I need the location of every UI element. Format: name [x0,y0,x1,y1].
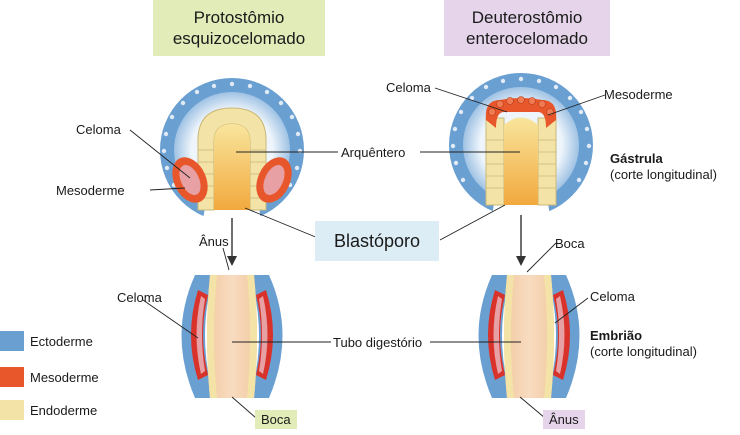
deuterostome-title: Deuterostômio [471,8,583,27]
legend-item-endoderme: Endoderme [0,400,97,420]
legend-label-mesoderme: Mesoderme [30,369,99,385]
protostome-title: Protostômio [193,8,285,27]
legend-swatch-mesoderme [0,367,24,387]
protostome-subtitle: esquizocelomado [172,29,306,48]
deuterostome-gastrula [449,73,593,220]
anus-tag-deuterostome: Ânus [543,410,585,429]
deuterostome-header: Deuterostômio enterocelomado [444,0,610,56]
deuterostome-mesoderm [485,96,557,128]
legend-item-ectoderme: Ectoderme [0,331,93,351]
celoma-label-protostome-embryo: Celoma [117,290,162,305]
protostome-gastrula [160,78,304,225]
celoma-label-deuterostome-embryo: Celoma [590,289,635,304]
protostome-header: Protostômio esquizocelomado [153,0,325,56]
development-arrows [227,215,526,266]
legend-label-ectoderme: Ectoderme [30,333,93,349]
legend-swatch-endoderme [0,400,24,420]
boca-label-deuterostome: Boca [555,236,585,251]
protostome-mesoderm-right [256,157,292,203]
protostome-embryo [181,275,283,398]
celoma-label-protostome-gastrula: Celoma [76,122,121,137]
anus-label-protostome: Ânus [199,234,229,249]
embriao-title: Embrião [590,328,643,343]
leader-lines [129,87,606,419]
mesoderme-label-protostome: Mesoderme [56,183,125,198]
boca-tag-protostome: Boca [255,410,297,429]
tubo-digestorio-label: Tubo digestório [331,335,425,350]
legend-swatch-ectoderme [0,331,24,351]
protostome-mesoderm-left [172,157,208,203]
deuterostome-subtitle: enterocelomado [466,29,588,48]
arquentero-label: Arquêntero [339,145,408,160]
deuterostome-embryo [478,275,580,398]
blastoporo-label: Blastóporo [315,221,439,261]
gastrula-title: Gástrula [610,151,663,166]
legend-label-endoderme: Endoderme [30,402,98,418]
gastrula-subtitle: (corte longitudinal) [610,167,717,182]
mesoderme-label-deuterostome: Mesoderme [604,87,673,102]
celoma-label-deuterostome-gastrula: Celoma [386,80,431,95]
legend-item-mesoderme: Mesoderme [0,367,99,387]
embriao-subtitle: (corte longitudinal) [590,344,697,359]
